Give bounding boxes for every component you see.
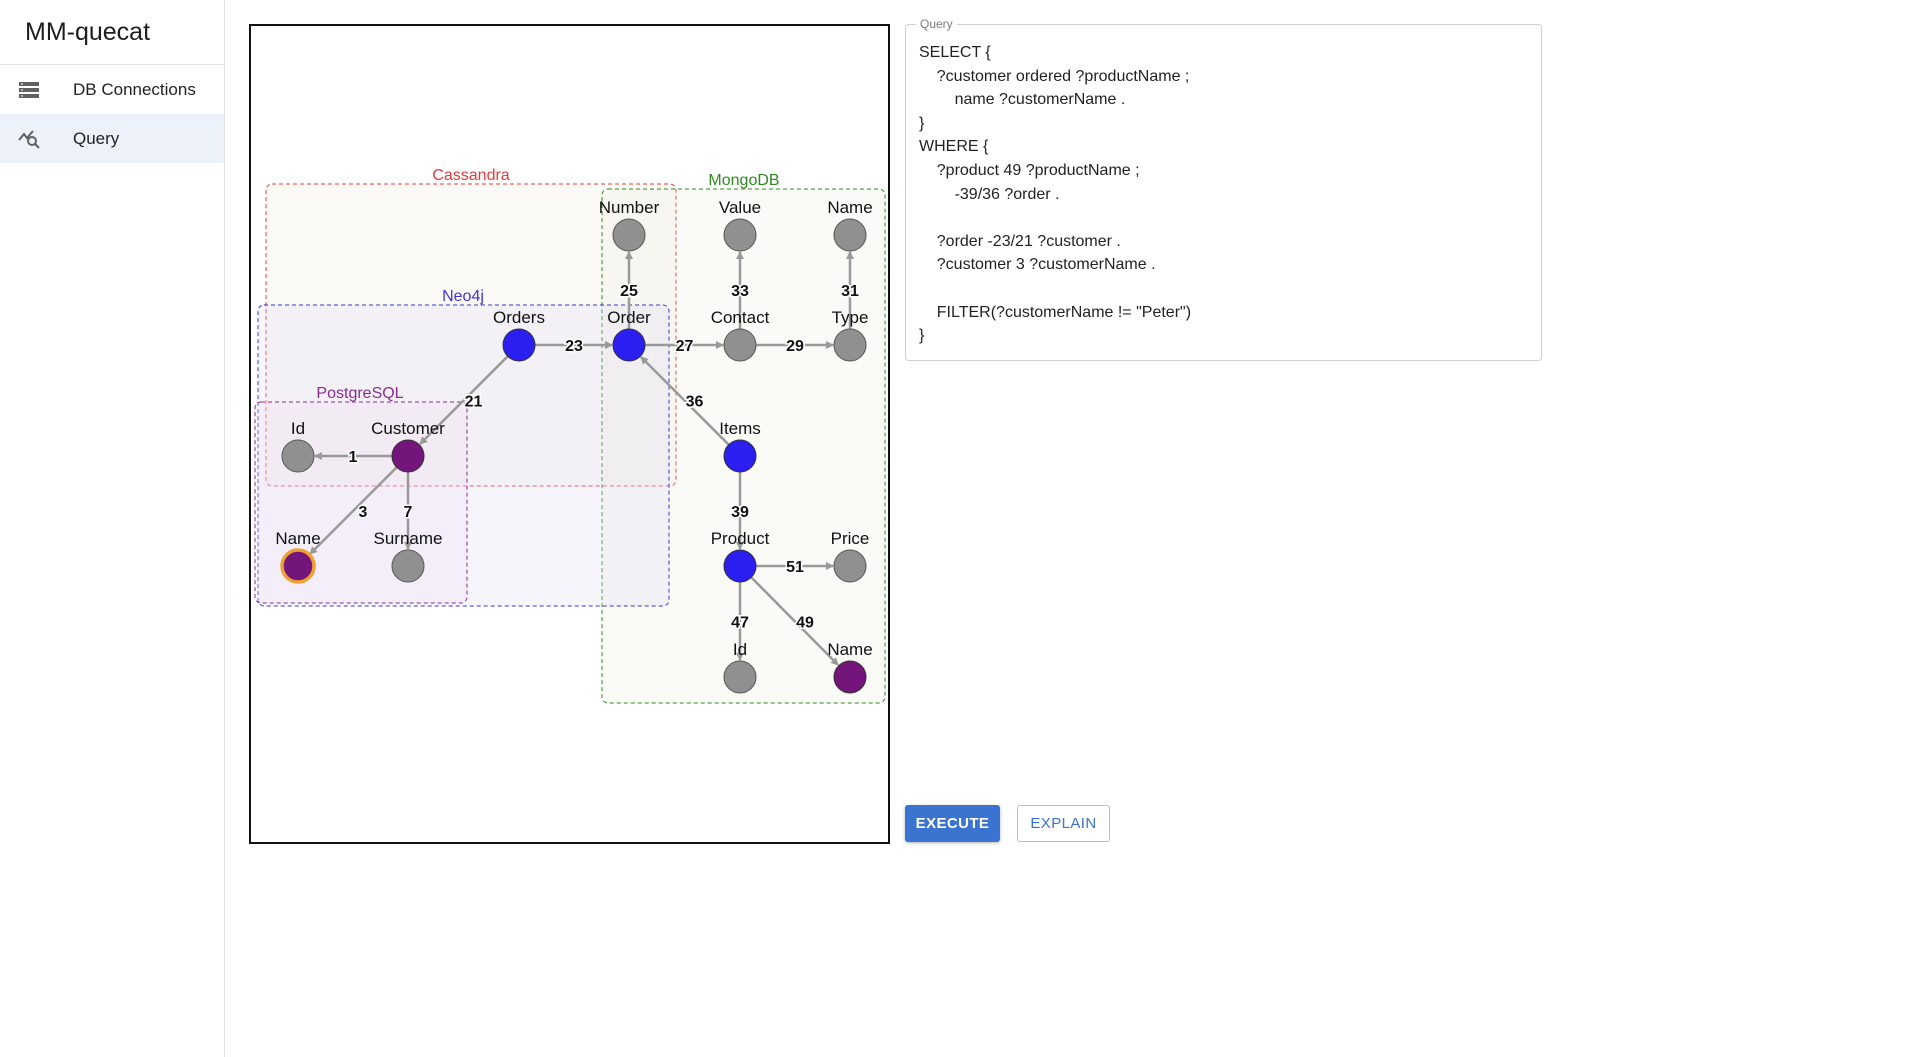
- edge-label: 49: [796, 615, 814, 632]
- graph-node-label: Name: [827, 640, 872, 659]
- graph-node-orders[interactable]: [502, 328, 536, 362]
- region-cassandra: [265, 183, 677, 487]
- sidebar: MM-quecat DB Connections Query: [0, 0, 225, 1057]
- graph-node-label: Value: [719, 198, 761, 217]
- graph-node-surname[interactable]: [391, 549, 425, 583]
- graph-node-label: Type: [832, 308, 869, 327]
- region-label-mongodb: MongoDB: [708, 172, 779, 189]
- graph-node-number[interactable]: [612, 218, 646, 252]
- graph-node-label: Id: [733, 640, 747, 659]
- edge-label: 36: [686, 394, 704, 411]
- edge-label: 3: [359, 504, 368, 521]
- edge-label: 27: [676, 338, 694, 355]
- region-neo4j: [257, 304, 670, 607]
- graph-node-label: Contact: [711, 308, 770, 327]
- graph-node-customer[interactable]: [391, 439, 425, 473]
- graph-node-label: Items: [719, 419, 761, 438]
- edge-label: 47: [731, 615, 749, 632]
- graph-node-id_customer[interactable]: [281, 439, 315, 473]
- region-label-cassandra: Cassandra: [432, 167, 509, 184]
- region-label-neo4j: Neo4j: [442, 288, 484, 305]
- query-legend: Query: [916, 17, 957, 31]
- graph-node-label: Id: [291, 419, 305, 438]
- query-chart-search-icon: [18, 129, 40, 149]
- edge-label: 1: [349, 449, 358, 466]
- graph-node-name_customer[interactable]: [280, 548, 316, 584]
- graph-node-label: Product: [711, 529, 770, 548]
- edge-label: 25: [620, 283, 638, 300]
- database-list-icon: [19, 81, 39, 98]
- graph-node-label: Number: [599, 198, 660, 217]
- graph-node-order[interactable]: [612, 328, 646, 362]
- sidebar-item-db-connections[interactable]: DB Connections: [0, 65, 224, 114]
- region-label-postgresql: PostgreSQL: [316, 385, 403, 402]
- edge-items-order[interactable]: [640, 356, 730, 446]
- edge-label: 23: [565, 338, 583, 355]
- query-textarea[interactable]: SELECT { ?customer ordered ?productName …: [919, 44, 1192, 345]
- graph-node-contact[interactable]: [723, 328, 757, 362]
- sidebar-item-label: Query: [73, 128, 120, 148]
- graph-node-label: Name: [827, 198, 872, 217]
- explain-button[interactable]: EXPLAIN: [1017, 805, 1110, 842]
- edge-orders-customer[interactable]: [419, 355, 509, 445]
- graph-node-name_contact[interactable]: [833, 218, 867, 252]
- edge-label: 51: [786, 559, 804, 576]
- graph-node-value[interactable]: [723, 218, 757, 252]
- edge-customer-name_customer[interactable]: [309, 466, 398, 555]
- query-editor[interactable]: Query SELECT { ?customer ordered ?produc…: [905, 17, 1542, 361]
- edge-label: 29: [786, 338, 804, 355]
- edge-label: 31: [841, 283, 859, 300]
- sidebar-item-label: DB Connections: [73, 79, 196, 99]
- sidebar-item-query[interactable]: Query: [0, 114, 224, 163]
- graph-node-price[interactable]: [833, 549, 867, 583]
- edge-label: 21: [465, 394, 483, 411]
- edge-product-name_product[interactable]: [750, 576, 839, 666]
- edge-label: 7: [404, 504, 413, 521]
- graph-node-name_product[interactable]: [833, 660, 867, 694]
- graph-node-id_product[interactable]: [723, 660, 757, 694]
- graph-node-product[interactable]: [723, 549, 757, 583]
- app-title: MM-quecat: [0, 0, 224, 65]
- graph-node-label: Customer: [371, 419, 445, 438]
- edge-label: 39: [731, 504, 749, 521]
- graph-node-items[interactable]: [723, 439, 757, 473]
- graph-node-label: Name: [275, 529, 320, 548]
- graph-node-label: Price: [831, 529, 870, 548]
- graph-node-label: Orders: [493, 308, 545, 327]
- graph-node-label: Order: [607, 308, 651, 327]
- graph-node-label: Surname: [374, 529, 443, 548]
- graph-node-type[interactable]: [833, 328, 867, 362]
- edge-label: 33: [731, 283, 749, 300]
- execute-button[interactable]: EXECUTE: [905, 805, 1000, 842]
